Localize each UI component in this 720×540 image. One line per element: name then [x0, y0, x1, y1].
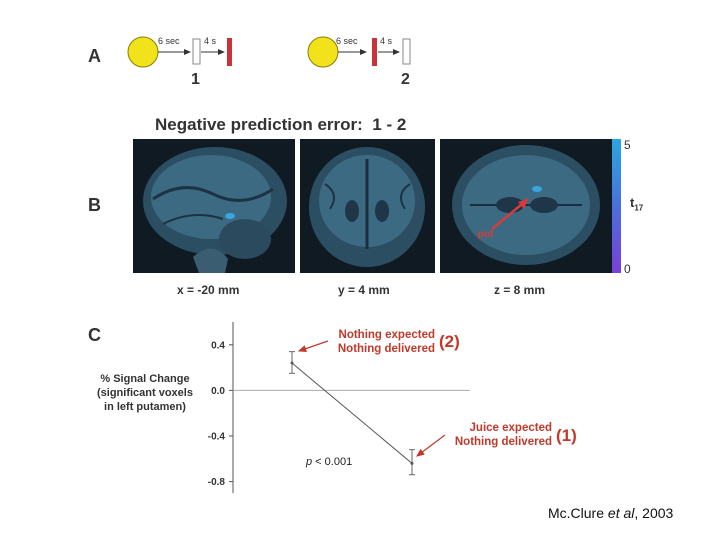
series-line — [291, 362, 413, 464]
citation-year: , 2003 — [634, 505, 674, 521]
condition-number-1: (1) — [556, 426, 577, 445]
trial-number-2: 2 — [401, 71, 410, 88]
data-point — [410, 461, 414, 465]
figure-heading: Negative prediction error: 1 - 2 — [155, 115, 407, 134]
chart-ylabel-line: % Signal Change — [100, 373, 190, 385]
annotation-line: Nothing delivered — [454, 436, 552, 448]
panel-label-b: B — [88, 195, 101, 215]
brain-slice-coronal — [300, 139, 435, 273]
p-value-rest: < 0.001 — [312, 456, 353, 468]
p-value-p: p — [306, 456, 313, 468]
paradigm-trial-2 — [307, 36, 411, 68]
cue-circle-icon — [307, 36, 339, 68]
paradigm-trial-1 — [127, 36, 232, 68]
coord-label-y: y = 4 mm — [338, 283, 390, 297]
annotation-condition-1: Juice expected Nothing delivered — [437, 421, 552, 449]
data-point — [290, 361, 294, 365]
colorbar-label-sub: 17 — [634, 203, 644, 213]
brain-slice-sagittal — [133, 139, 295, 273]
annotation-line: Nothing expected — [338, 329, 435, 341]
citation-etal: et al — [607, 505, 635, 521]
y-tick-label: 0.0 — [211, 386, 225, 397]
paradigm-diagram — [127, 36, 411, 68]
stimulus-box-icon — [192, 38, 201, 65]
annotation-line: Nothing delivered — [337, 343, 435, 355]
signal-change-chart: 0.4 0.0 -0.4 -0.8 — [208, 322, 470, 493]
panel-label-a: A — [88, 46, 101, 66]
colorbar-label: t17 — [630, 195, 643, 213]
annotation-line: Juice expected — [469, 422, 552, 434]
y-tick-label: -0.4 — [208, 432, 226, 443]
putamen-label: put — [478, 229, 494, 240]
coord-label-x: x = -20 mm — [177, 283, 240, 297]
citation-authors: Mc.Clure — [548, 505, 608, 521]
stimulus-box-icon — [402, 38, 411, 65]
colorbar-label-t: t — [630, 195, 635, 210]
annotation-condition-2: Nothing expected Nothing delivered — [320, 328, 435, 356]
delay-label-2b: 4 s — [380, 36, 393, 46]
p-value: p < 0.001 — [306, 456, 352, 468]
colorbar — [612, 139, 621, 273]
annotation-arrow — [297, 340, 329, 353]
chart-ylabel-line: in left putamen) — [104, 401, 186, 413]
trial-number-1: 1 — [191, 71, 200, 88]
y-tick-label: 0.4 — [211, 340, 225, 351]
delay-label-2a: 6 sec — [336, 36, 358, 46]
juice-marker-icon — [227, 38, 232, 66]
coord-label-z: z = 8 mm — [494, 283, 546, 297]
y-tick-label: -0.8 — [208, 477, 226, 488]
brain-slice-axial: put — [440, 139, 612, 273]
chart-ylabel: % Signal Change (significant voxels in l… — [86, 372, 204, 414]
delay-label-1b: 4 s — [204, 36, 217, 46]
cue-circle-icon — [127, 36, 159, 68]
annotation-arrow — [416, 434, 446, 457]
condition-number-2: (2) — [439, 332, 460, 351]
chart-ylabel-line: (significant voxels — [97, 387, 193, 399]
panel-label-c: C — [88, 325, 101, 345]
delay-label-1a: 6 sec — [158, 36, 180, 46]
citation: Mc.Clure et al, 2003 — [548, 505, 673, 521]
colorbar-min: 0 — [624, 262, 631, 276]
colorbar-max: 5 — [624, 138, 631, 152]
juice-marker-icon — [372, 38, 377, 66]
